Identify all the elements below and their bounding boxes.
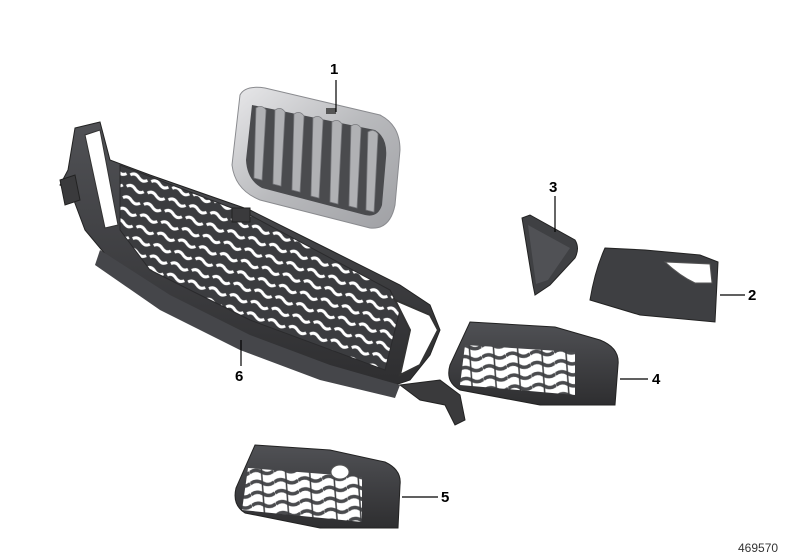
- part-3-triangular-trim: [521, 214, 578, 296]
- callout-4: 4: [652, 371, 661, 388]
- callout-5: 5: [441, 489, 450, 506]
- diagram-reference-number: 469570: [738, 541, 779, 555]
- part-4-side-intake-grille: [448, 321, 619, 406]
- part-5-side-intake-grille: [234, 444, 401, 529]
- callout-1: 1: [330, 61, 339, 78]
- callout-2: 2: [748, 287, 757, 304]
- part-6-lower-center-grille: [59, 121, 466, 426]
- part-1-kidney-grille: [231, 86, 401, 229]
- callout-3: 3: [549, 179, 558, 196]
- leader-lines: [240, 80, 745, 498]
- callout-6: 6: [235, 368, 244, 385]
- part-2-side-trim-panel: [589, 247, 719, 323]
